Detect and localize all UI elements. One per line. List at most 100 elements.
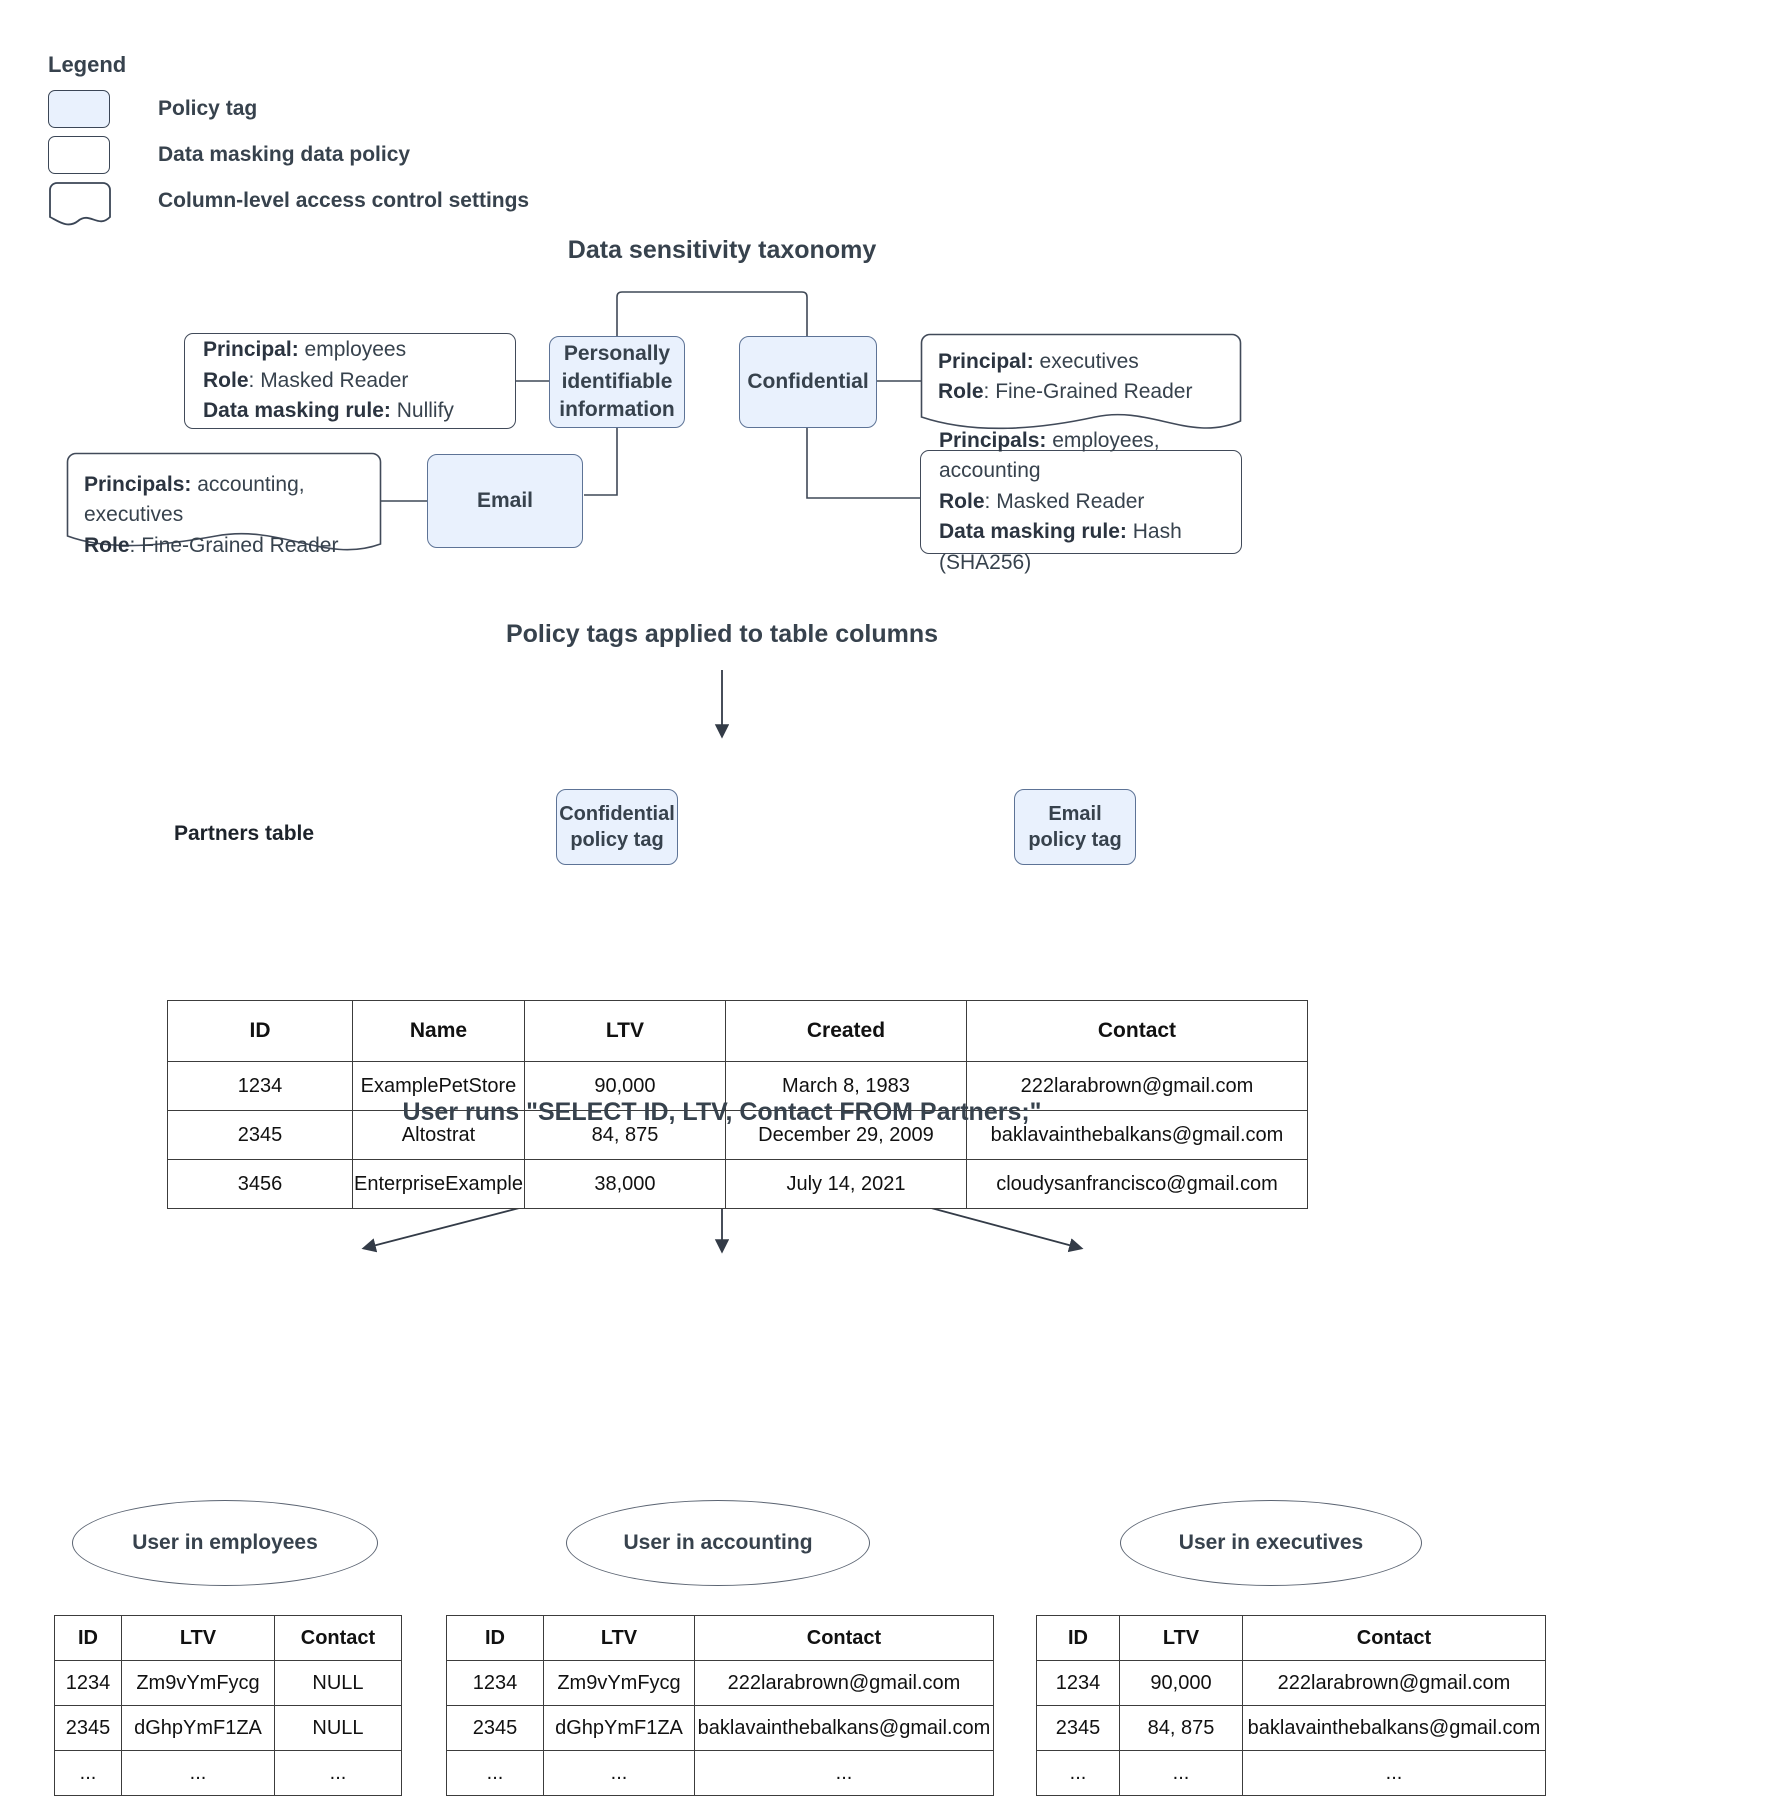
table-cell: 1234 [54, 1660, 122, 1706]
table-cell: 2345 [446, 1705, 544, 1751]
table-row: 1234 Zm9vYmFycg 222larabrown@gmail.com [446, 1660, 994, 1706]
column-header: ID [167, 1000, 353, 1062]
table-cell: 1234 [446, 1660, 544, 1706]
table-cell: March 8, 1983 [724, 1061, 967, 1111]
callout-email-line2: policy tag [1028, 829, 1122, 851]
column-header: LTV [543, 1615, 695, 1661]
callout-email-line1: Email [1048, 802, 1102, 825]
conf-access-role-label: Role [938, 380, 984, 404]
column-header: LTV [523, 1000, 726, 1062]
table-cell: EnterpriseExample [352, 1159, 525, 1209]
table-cell: baklavainthebalkans@gmail.com [965, 1110, 1308, 1160]
table-cell: ... [446, 1750, 544, 1796]
pii-rule-label: Data masking rule: [203, 399, 391, 423]
table-row: 2345 84, 875 baklavainthebalkans@gmail.c… [1036, 1705, 1546, 1751]
table-cell: 2345 [1036, 1705, 1120, 1751]
table-cell: ... [54, 1750, 122, 1796]
policy-tag-pii[interactable]: Personally identifiable information [549, 336, 685, 428]
partners-table: ID Name LTV Created Contact 1234 Example… [167, 1000, 1308, 1209]
table-cell: 84, 875 [523, 1110, 726, 1160]
legend-item-label: Policy tag [158, 97, 258, 120]
conf-mask-role-value: Masked Reader [996, 489, 1145, 513]
table-row: ... ... ... [54, 1750, 402, 1796]
table-cell: 222larabrown@gmail.com [1242, 1660, 1546, 1706]
callout-confidential-line2: policy tag [570, 829, 664, 851]
email-access-principal-value: accounting, executives [84, 473, 305, 527]
column-header: ID [446, 1615, 544, 1661]
table-header-row: ID LTV Contact [1036, 1615, 1546, 1661]
table-cell: ... [1242, 1750, 1546, 1796]
table-header-row: ID LTV Contact [446, 1615, 994, 1661]
pii-rule-value: Nullify [396, 399, 454, 423]
table-row: 3456 EnterpriseExample 38,000 July 14, 2… [167, 1159, 1308, 1209]
persona-user-in-employees: User in employees [72, 1500, 378, 1586]
table-cell: 2345 [54, 1705, 122, 1751]
conf-mask-rule-label: Data masking rule: [939, 520, 1127, 544]
taxonomy-title: Data sensitivity taxonomy [567, 236, 877, 264]
column-header: Name [352, 1000, 525, 1062]
table-cell: dGhpYmF1ZA [121, 1705, 275, 1751]
callout-email-policy-tag[interactable]: Email policy tag [1014, 789, 1136, 865]
table-cell: baklavainthebalkans@gmail.com [694, 1705, 994, 1751]
table-cell: 1234 [167, 1061, 353, 1111]
confidential-access-control-box: Principal: executives Role: Fine-Grained… [920, 333, 1242, 433]
table-row: 2345 Altostrat 84, 875 December 29, 2009… [167, 1110, 1308, 1160]
legend-item-label: Column-level access control settings [158, 189, 530, 212]
callout-confidential-policy-tag[interactable]: Confidential policy tag [556, 789, 678, 865]
legend-item-data-masking-policy: Data masking data policy [48, 132, 529, 178]
policy-tag-email[interactable]: Email [427, 454, 583, 548]
persona-user-in-executives: User in executives [1120, 1500, 1422, 1586]
column-header: ID [1036, 1615, 1120, 1661]
table-cell: dGhpYmF1ZA [543, 1705, 695, 1751]
table-row: 1234 Zm9vYmFycg NULL [54, 1660, 402, 1706]
column-header: Contact [274, 1615, 402, 1661]
result-table-employees: ID LTV Contact 1234 Zm9vYmFycg NULL 2345… [54, 1615, 402, 1796]
data-masking-policy-swatch-icon [48, 136, 110, 174]
table-cell: July 14, 2021 [724, 1159, 967, 1209]
legend-item-label: Data masking data policy [158, 143, 411, 166]
persona-label: User in executives [1178, 1531, 1364, 1554]
table-cell: 84, 875 [1119, 1705, 1243, 1751]
column-header: Contact [965, 1000, 1308, 1062]
conf-mask-role-label: Role [939, 489, 985, 513]
table-cell: ... [543, 1750, 695, 1796]
table-cell: 3456 [167, 1159, 353, 1209]
conf-mask-principal-value: employees, accounting [939, 428, 1160, 483]
table-cell: Altostrat [352, 1110, 525, 1160]
callout-confidential-line1: Confidential [559, 802, 675, 825]
table-cell: NULL [274, 1660, 402, 1706]
applied-title: Policy tags applied to table columns [505, 620, 939, 648]
table-cell: NULL [274, 1705, 402, 1751]
table-cell: ... [1036, 1750, 1120, 1796]
table-row: 2345 dGhpYmF1ZA baklavainthebalkans@gmai… [446, 1705, 994, 1751]
table-cell: ... [121, 1750, 275, 1796]
conf-access-principal-value: executives [1039, 350, 1139, 373]
table-cell: 38,000 [523, 1159, 726, 1209]
policy-tag-pii-label: Personally identifiable information [559, 342, 675, 421]
table-row: 2345 dGhpYmF1ZA NULL [54, 1705, 402, 1751]
policy-tag-confidential[interactable]: Confidential [739, 336, 877, 428]
email-access-control-box: Principals: accounting, executives Role:… [66, 452, 382, 557]
table-cell: ... [274, 1750, 402, 1796]
conf-mask-rule-value: Hash (SHA256) [939, 520, 1182, 574]
email-access-role-value: Fine-Grained Reader [141, 533, 339, 557]
table-header-row: ID Name LTV Created Contact [167, 1000, 1308, 1062]
legend-item-column-level-access: Column-level access control settings [48, 178, 530, 226]
table-cell: 222larabrown@gmail.com [965, 1061, 1308, 1111]
query-title: User runs "SELECT ID, LTV, Contact FROM … [402, 1098, 1042, 1126]
table-row: 1234 ExamplePetStore 90,000 March 8, 198… [167, 1061, 1308, 1111]
table-cell: ... [694, 1750, 994, 1796]
table-cell: baklavainthebalkans@gmail.com [1242, 1705, 1546, 1751]
column-level-access-swatch-icon [48, 181, 111, 226]
email-access-role-label: Role [84, 533, 130, 557]
persona-label: User in accounting [623, 1531, 813, 1554]
table-cell: 222larabrown@gmail.com [694, 1660, 994, 1706]
pii-data-masking-policy-box: Principal: employees Role: Masked Reader… [184, 333, 516, 429]
policy-tag-email-label: Email [476, 489, 534, 513]
table-cell: 90,000 [523, 1061, 726, 1111]
column-header: Contact [1242, 1615, 1546, 1661]
pii-principal-label: Principal: [203, 338, 299, 362]
legend: Legend Policy tag Data masking data poli… [48, 52, 530, 226]
table-cell: Zm9vYmFycg [121, 1660, 275, 1706]
table-cell: ... [1119, 1750, 1243, 1796]
